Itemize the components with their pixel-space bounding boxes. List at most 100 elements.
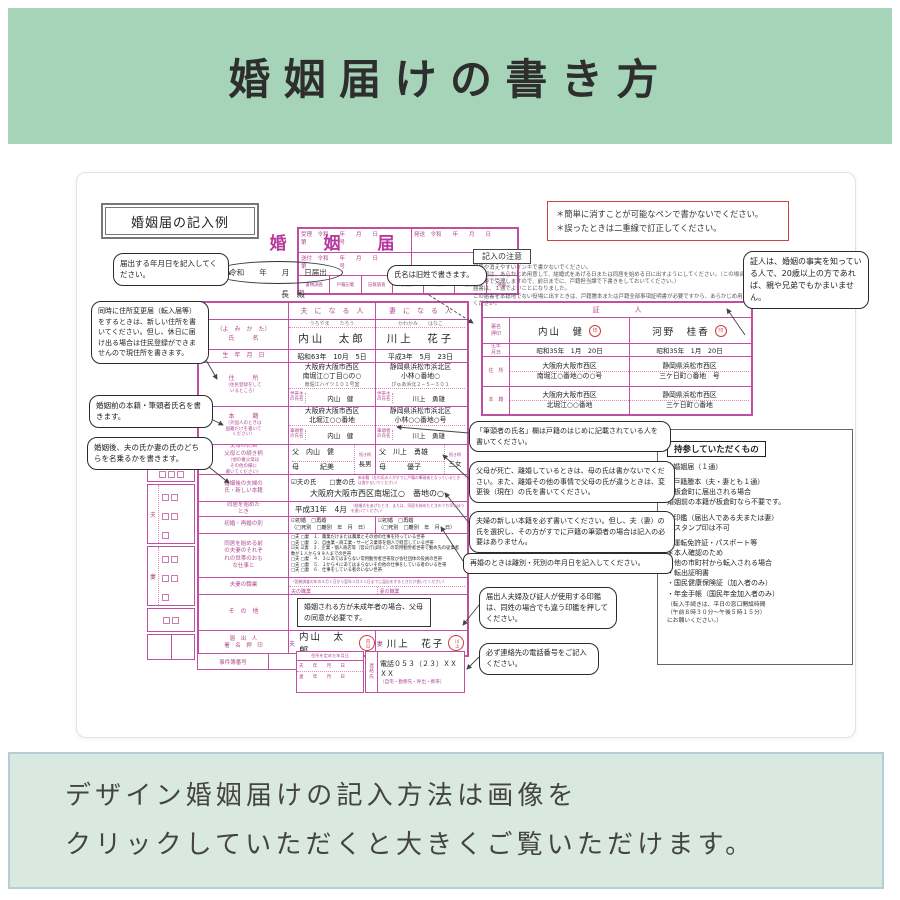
witness2-addr2: 三ケ日町○番地 号 bbox=[630, 371, 749, 381]
label-other: そ の 他 bbox=[228, 608, 259, 616]
witness-birth-label: 生年 月日 bbox=[490, 344, 501, 356]
witness1-honseki2: 北堀江○○番地 bbox=[510, 400, 629, 410]
contact-label: 連 絡 先 bbox=[366, 652, 378, 692]
address-note-bubble: 同時に住所変更届（転入届等）をするときは、新しい住所を書いてください。但し、休日… bbox=[91, 301, 209, 364]
witness2-honseki2: 三ケ日町○番地 bbox=[630, 400, 749, 410]
page-title: 婚姻届けの書き方 bbox=[228, 54, 672, 104]
marriage-form-example-image[interactable]: 婚姻届の記入例 婚 姻 届 令和 年 月 日届出 長 殿 受理 令和 年 月 日… bbox=[76, 172, 869, 738]
witness1-name: 内山 健 bbox=[537, 326, 584, 338]
receipt-col-0: 書類調査 bbox=[305, 282, 323, 288]
wife-honseki2: 小林○○番地○号 bbox=[394, 416, 447, 425]
hittousha-note-bubble: 「筆頭者の氏名」欄は戸籍のはじめに記載されている人を書いてください。 bbox=[469, 421, 671, 452]
jobs-line-2: □夫 □妻 ２．自由業・商工業・サービス業等を個人で経営している世帯 bbox=[291, 540, 434, 546]
bring-item-1: ①婚姻届（１通） bbox=[667, 463, 723, 471]
witness2-birth: 昭和35年 1月 20日 bbox=[629, 344, 749, 356]
surname-note: 新本籍（左の氏の人がすでに戸籍の筆頭者となっているときは書かないでください） bbox=[357, 475, 461, 485]
surname-note-bubble: 婚姻後、夫の氏か妻の氏のどちらを名乗るかを書きます。 bbox=[87, 437, 213, 470]
notes-body: 鉛筆や消えやすいインキで書かないでください。 この届は、あらかじめ用意して、結婚… bbox=[473, 265, 761, 307]
address-date-title: 住所を定めた年月日 bbox=[297, 652, 363, 661]
witness-sign-label: 署名 押印 bbox=[490, 323, 501, 337]
footer-line-2: クリックしていただくと大きくご覧いただけます。 bbox=[65, 829, 756, 860]
header-wife: 妻 に な る 人 bbox=[375, 303, 465, 319]
wife-hittousha: 川上 勇雄 bbox=[412, 432, 446, 441]
cohabit-note: （結婚式をあげたとき、または、同居を始めたときのうち早いほうを書いてください） bbox=[350, 503, 465, 513]
hittousha-label-h: 筆頭者 の氏名 bbox=[290, 429, 306, 441]
occupation-note: （国勢調査の年の４月１日から翌年３月３１日までに届出をするときだけ書いてください… bbox=[291, 579, 447, 584]
wife-signature: 川上 花子 bbox=[386, 639, 445, 650]
husband-addr1: 大阪府大阪市西区 bbox=[304, 363, 360, 371]
label-honseki-note: （外国人のときは 国籍だけを書いて ください） bbox=[225, 420, 262, 438]
husband-addr2: 南堀江○丁目○の○ bbox=[302, 372, 362, 381]
top-banner: 婚姻届けの書き方 bbox=[8, 8, 892, 144]
cohabit-value: 平成31年 4月 bbox=[295, 504, 347, 514]
receipt-col-1: 戸籍記載 bbox=[329, 276, 360, 293]
wife-father: 父 川上 勇雄 bbox=[379, 448, 428, 456]
witness1-addr2: 南堀江○番地○の○号 bbox=[510, 371, 629, 381]
stats-husband-label: 夫 bbox=[148, 485, 159, 543]
statistics-column: 夫 妻 bbox=[147, 466, 195, 660]
wife-addr1: 静岡県浜松市浜北区 bbox=[389, 363, 452, 371]
witness1-stamp-icon: 印 bbox=[589, 324, 601, 337]
example-label-frame: 婚姻届の記入例 bbox=[101, 203, 259, 239]
witness2-addr1: 静岡県浜松市西区 bbox=[662, 361, 717, 370]
date-note-bubble: 届出する年月日を記入してください。 bbox=[113, 253, 229, 286]
label-honseki: 本 籍 bbox=[228, 412, 259, 420]
bring-item-4: ④運転免許証・パスポート等 ＊本人確認のため ＊他の市町村から転入される場合 ・… bbox=[667, 538, 779, 598]
mayor-line: 長 殿 bbox=[281, 290, 305, 299]
wife-rel-label: 続き柄 bbox=[449, 451, 461, 457]
husband-kana: うちやま たろう bbox=[289, 320, 375, 328]
husband-honseki1: 大阪府大阪市西区 bbox=[304, 407, 360, 415]
hittousha-label-w: 筆頭者 の氏名 bbox=[377, 429, 393, 441]
label-occupation: 夫妻の職業 bbox=[229, 582, 258, 589]
jobs-line-5: □夫 □妻 ５．１から４にあてはまらないその他の仕事をしている者のいる世帯 bbox=[291, 562, 447, 568]
witness2-name: 河野 桂香 bbox=[652, 326, 710, 338]
notes-title: 記入の注意 bbox=[473, 249, 531, 264]
jobs-line-4: □夫 □妻 ４．３にあてはまらない常用勤労者世帯及び会社団体の役員の世帯 bbox=[291, 557, 443, 563]
bring-item-2: ②戸籍謄本（夫・妻とも１通） ＊板倉町に届出される場合 婚姻前の本籍が板倉町なら… bbox=[667, 478, 786, 507]
label-jobs: 同居を始める前 の夫妻のそれぞ れの世帯のおも な仕事と bbox=[224, 540, 263, 569]
jobs-line-3: ☑夫 ☑妻 ３．企業・個人商店等（官公庁は除く）の常用勤労者世帯で勤め先の従業者… bbox=[291, 546, 460, 557]
husband-occupation: 夫の職業 bbox=[289, 587, 378, 594]
receipt-col-2: 記載調査 bbox=[360, 276, 392, 293]
witness-header: 証 人 bbox=[592, 306, 642, 314]
honseki-note-bubble: 婚姻前の本籍・筆頭者氏名を書きます。 bbox=[89, 395, 213, 428]
bottom-banner: デザイン婚姻届けの記入方法は画像を クリックしていただくと大きくご覧いただけます… bbox=[8, 752, 884, 889]
name-note-bubble: 氏名は旧姓で書きます。 bbox=[387, 265, 487, 286]
witness2-stamp-icon: 印 bbox=[714, 324, 727, 337]
husband-mother: 母 紀美 bbox=[292, 461, 354, 472]
wife-birth: 平成3年 5月 23日 bbox=[375, 350, 465, 362]
label-address: 住 所 bbox=[228, 374, 259, 382]
label-cohabit: 同居を始めた とき bbox=[226, 502, 260, 515]
husband-birth: 昭和63年 10月 5日 bbox=[288, 350, 375, 362]
wife-householder: 川上 勇雄 bbox=[412, 394, 446, 403]
wife-rel: 三女 bbox=[448, 459, 462, 468]
witness2-honseki1: 静岡県浜松市西区 bbox=[662, 390, 717, 399]
husband-honseki2: 北堀江○○番地 bbox=[309, 416, 355, 425]
receipt-r1c1a: 受理 令和 年 月 日 bbox=[301, 232, 379, 238]
wife-occupation: 妻の職業 bbox=[379, 589, 400, 594]
husband-marriage: ☑初婚 □再婚 （□死別 □離別 年 月 日） bbox=[288, 517, 375, 533]
case-number-label: 事件簿番号 bbox=[198, 654, 269, 669]
witness-table: 証 人 署名 押印 内山 健 印 河野 桂香 印 生年 月日 昭和35年 1月 … bbox=[481, 301, 753, 416]
new-honseki-note-bubble: 夫婦の新しい本籍を必ず書いてください。但し、夫（妻）の氏を選択し、その方がすでに… bbox=[469, 511, 675, 553]
witness-honseki-label: 本 籍 bbox=[488, 397, 504, 404]
receipt-r1c1b: 第 号 bbox=[301, 240, 346, 246]
parents-note-bubble: 父母が死亡、離婚しているときは、母の氏は書かないでください。また、離婚その他の事… bbox=[469, 461, 675, 503]
husband-rel-label: 続き柄 bbox=[359, 451, 371, 457]
husband-name: 内山 太郎 bbox=[298, 333, 366, 345]
bring-note: （転入手続きは、平日の窓口開設時間 （午前８時３０分～午後５時１５分） にお願い… bbox=[667, 601, 766, 624]
witness1-birth: 昭和35年 1月 20日 bbox=[509, 344, 629, 356]
husband-rel: 長男 bbox=[358, 459, 372, 468]
wife-sig-prefix: 妻 bbox=[376, 640, 383, 648]
wife-mother: 母 優子 bbox=[379, 461, 444, 472]
submission-date-oval: 令和 年 月 日届出 bbox=[213, 261, 343, 284]
warning-line1: ＊簡単に消すことが可能なペンで書かないでください。 bbox=[556, 209, 764, 219]
witness-note-bubble: 証人は、婚姻の事実を知っている人で、20歳以上の方であれば、親や兄弟でもかまいま… bbox=[743, 251, 869, 309]
bring-list-box: 持参していただくもの ①婚姻届（１通） ②戸籍謄本（夫・妻とも１通） ＊板倉町に… bbox=[657, 429, 853, 665]
husband-stamp-icon: 内山 bbox=[359, 635, 375, 651]
remarriage-note-bubble: 再婚のときは離別・死別の年月日を記入してください。 bbox=[463, 553, 673, 574]
surname-checks: ☑夫の氏 □妻の氏 bbox=[291, 478, 355, 486]
address-date-husband: 夫 年 月 日 bbox=[297, 661, 363, 672]
husband-father: 父 内山 健 bbox=[292, 448, 334, 456]
